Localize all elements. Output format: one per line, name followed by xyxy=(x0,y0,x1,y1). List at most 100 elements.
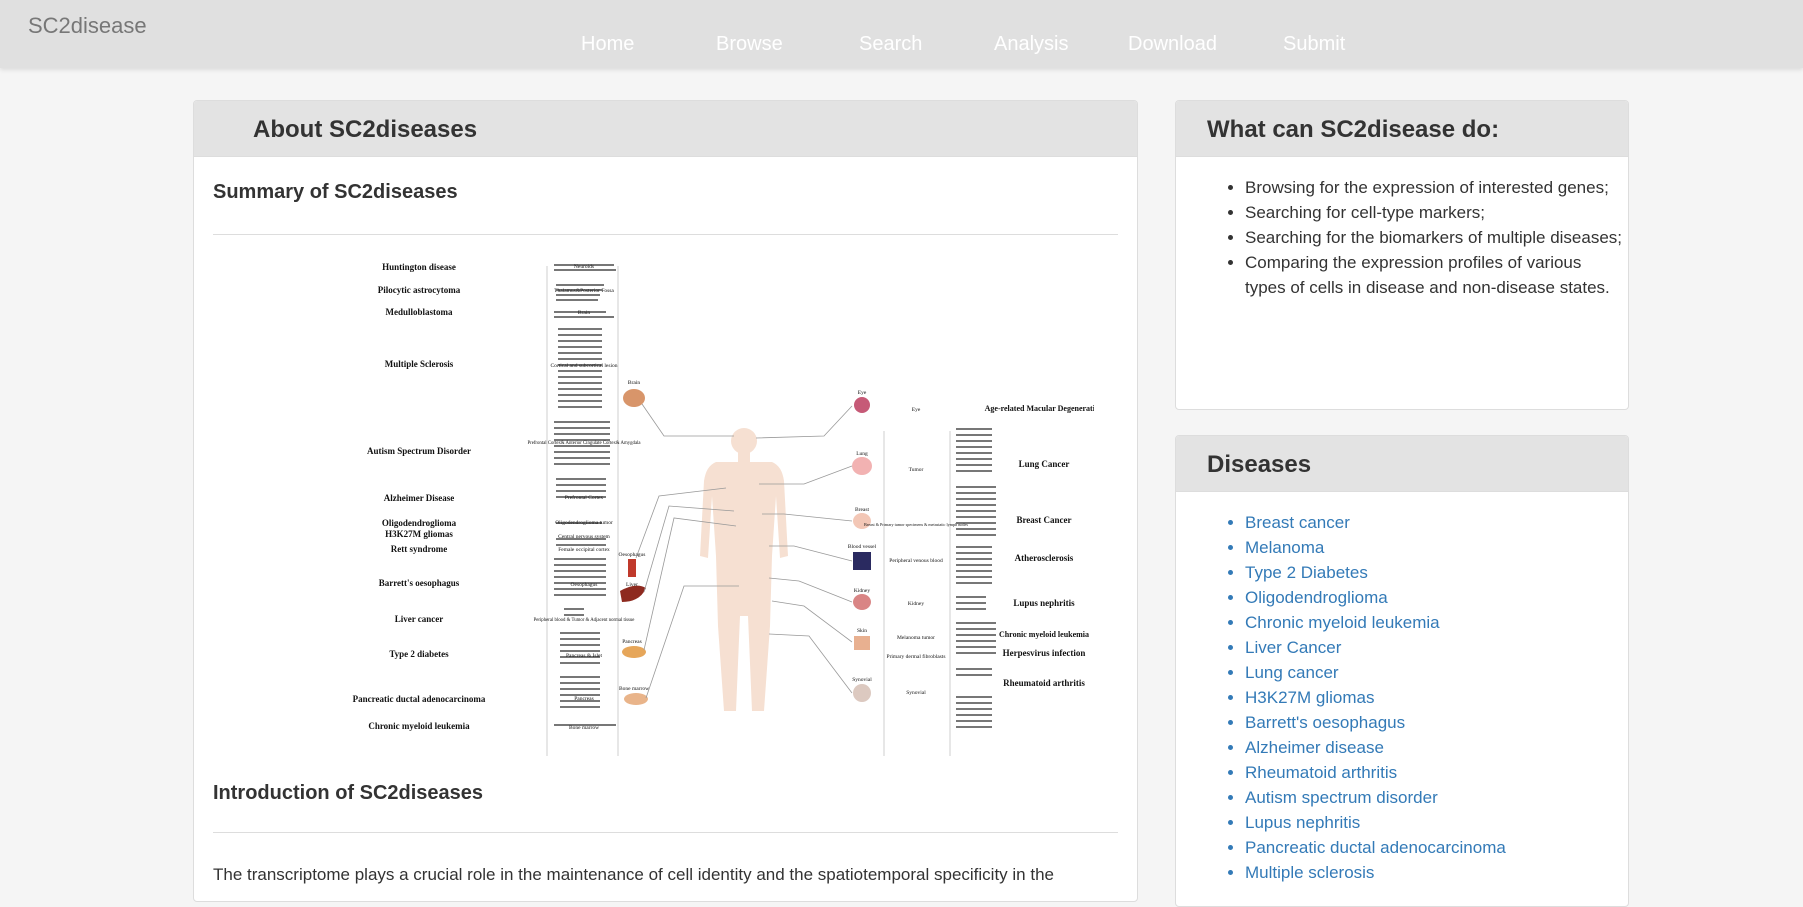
fig-left-disease: Autism Spectrum Disorder xyxy=(367,446,471,456)
fig-left-tissue: Central nervous system xyxy=(558,534,610,540)
disease-link[interactable]: Liver Cancer xyxy=(1245,638,1342,657)
fig-right-organ: Breast xyxy=(855,507,870,513)
bracket-lines xyxy=(546,266,951,756)
eye-icon xyxy=(854,397,870,413)
diseases-panel: Diseases Breast cancer Melanoma Type 2 D… xyxy=(1175,435,1629,907)
brain-icon xyxy=(623,389,645,407)
list-item: Barrett's oesophagus xyxy=(1245,710,1506,735)
fig-left-tissue: Pancreas & Islet xyxy=(566,653,603,659)
whatcan-heading: What can SC2disease do: xyxy=(1207,116,1500,143)
divider xyxy=(213,832,1118,833)
fig-left-tissue: Neuroids xyxy=(574,264,594,270)
fig-left-organ: Brain xyxy=(628,380,640,386)
fig-right-tissue: Kidney xyxy=(908,601,924,607)
feature-list: Browsing for the expression of intereste… xyxy=(1207,175,1625,300)
feature-item: Comparing the expression profiles of var… xyxy=(1245,250,1625,300)
cell-type-lines xyxy=(554,264,996,728)
fig-right-organ: Eye xyxy=(858,390,867,396)
fig-right-tissue: Eye xyxy=(912,407,921,413)
fig-left-disease: Chronic myeloid leukemia xyxy=(368,721,470,731)
fig-left-disease: Oligodendroglioma xyxy=(382,518,457,528)
list-item: Oligodendroglioma xyxy=(1245,585,1506,610)
list-item: Pancreatic ductal adenocarcinoma xyxy=(1245,835,1506,860)
fig-left-tissue: Prefrontal Cortex& Anterior Cingulate Co… xyxy=(527,441,641,446)
fig-left-disease: Pancreatic ductal adenocarcinoma xyxy=(353,694,486,704)
intro-paragraph: The transcriptome plays a crucial role i… xyxy=(213,865,1054,884)
fig-left-tissue: Female occipital cortex xyxy=(558,547,610,553)
fig-left-organ: Pancreas xyxy=(622,639,642,645)
connector-lines xyxy=(635,403,853,699)
summary-title: Summary of SC2diseases xyxy=(213,181,458,203)
brand-link[interactable]: SC2disease xyxy=(28,13,147,38)
fig-left-disease: Barrett's oesophagus xyxy=(379,578,460,588)
fig-left-disease: Rett syndrome xyxy=(391,544,448,554)
fig-right-tissue: Synovial xyxy=(906,690,926,696)
disease-link[interactable]: Breast cancer xyxy=(1245,513,1350,532)
fig-left-disease: Type 2 diabetes xyxy=(389,649,449,659)
disease-link[interactable]: Rheumatoid arthritis xyxy=(1245,763,1398,782)
feature-item: Searching for cell-type markers; xyxy=(1245,200,1625,225)
fig-right-disease: Age-related Macular Degeneration xyxy=(985,404,1094,413)
disease-link[interactable]: Pancreatic ductal adenocarcinoma xyxy=(1245,838,1506,857)
fig-right-tissue: Primary dermal fibroblasts xyxy=(887,653,946,660)
fig-left-organ: Oesophagus xyxy=(619,552,646,558)
organ-icons xyxy=(620,389,872,705)
intro-title: Introduction of SC2diseases xyxy=(213,782,484,804)
breast-icon xyxy=(853,513,871,529)
fig-left-tissue: Prefrontal Cortex xyxy=(565,494,604,501)
lung-icon xyxy=(852,457,872,475)
disease-list: Breast cancer Melanoma Type 2 Diabetes O… xyxy=(1207,510,1506,885)
feature-item: Browsing for the expression of intereste… xyxy=(1245,175,1625,200)
disease-link[interactable]: Oligodendroglioma xyxy=(1245,588,1388,607)
disease-link[interactable]: H3K27M gliomas xyxy=(1245,688,1375,707)
fig-right-organ: Lung xyxy=(856,451,868,457)
disease-link[interactable]: Chronic myeloid leukemia xyxy=(1245,613,1440,632)
list-item: Lung cancer xyxy=(1245,660,1506,685)
disease-link[interactable]: Barrett's oesophagus xyxy=(1245,713,1406,732)
diseases-panel-heading: Diseases xyxy=(1176,436,1628,492)
disease-link[interactable]: Melanoma xyxy=(1245,538,1325,557)
whatcan-panel: What can SC2disease do: Browsing for the… xyxy=(1175,100,1629,410)
fig-left-tissue: Thalamus&Posterior Fossa xyxy=(554,288,614,294)
fig-left-disease: H3K27M gliomas xyxy=(385,529,453,539)
fig-left-disease: Pilocytic astrocytoma xyxy=(378,285,461,295)
disease-link[interactable]: Multiple sclerosis xyxy=(1245,863,1375,882)
disease-link[interactable]: Lupus nephritis xyxy=(1245,813,1361,832)
fig-left-disease: Alzheimer Disease xyxy=(384,493,455,503)
list-item: Chronic myeloid leukemia xyxy=(1245,610,1506,635)
list-item: Rheumatoid arthritis xyxy=(1245,760,1506,785)
fig-right-disease: Rheumatoid arthritis xyxy=(1003,678,1085,688)
pancreas-icon xyxy=(622,646,646,658)
fig-right-tissue: Peripheral venous blood xyxy=(889,558,943,564)
fig-right-tissue: Tumor xyxy=(909,467,924,473)
nav-download[interactable]: Download xyxy=(1128,33,1217,55)
fig-left-organ: Bone marrow xyxy=(619,686,649,692)
fig-right-disease: Breast Cancer xyxy=(1016,515,1071,525)
nav-analysis[interactable]: Analysis xyxy=(994,33,1069,55)
fig-left-disease: Huntington disease xyxy=(382,262,456,272)
fig-right-disease: Lung Cancer xyxy=(1019,459,1070,469)
nav-submit[interactable]: Submit xyxy=(1283,33,1346,55)
synovial-icon xyxy=(853,684,871,702)
fig-left-organ: Liver xyxy=(626,582,638,588)
skin-icon xyxy=(854,636,870,650)
bone-marrow-icon xyxy=(624,693,648,705)
list-item: Liver Cancer xyxy=(1245,635,1506,660)
disease-link[interactable]: Alzheimer disease xyxy=(1245,738,1384,757)
list-item: Multiple sclerosis xyxy=(1245,860,1506,885)
blood-vessel-icon xyxy=(853,552,871,570)
nav-search[interactable]: Search xyxy=(859,33,923,55)
list-item: Type 2 Diabetes xyxy=(1245,560,1506,585)
disease-link[interactable]: Type 2 Diabetes xyxy=(1245,563,1368,582)
fig-right-organ: Synovial xyxy=(852,677,872,683)
nav-home[interactable]: Home xyxy=(581,33,635,55)
fig-left-tissue: Cortical and subcortical lesion xyxy=(550,363,617,369)
nav-browse[interactable]: Browse xyxy=(716,33,783,55)
fig-left-disease: Multiple Sclerosis xyxy=(385,359,454,369)
disease-link[interactable]: Lung cancer xyxy=(1245,663,1339,682)
fig-right-organ: Blood vessel xyxy=(848,544,877,550)
divider xyxy=(213,234,1118,235)
disease-link[interactable]: Autism spectrum disorder xyxy=(1245,788,1438,807)
list-item: H3K27M gliomas xyxy=(1245,685,1506,710)
liver-icon xyxy=(620,585,646,602)
